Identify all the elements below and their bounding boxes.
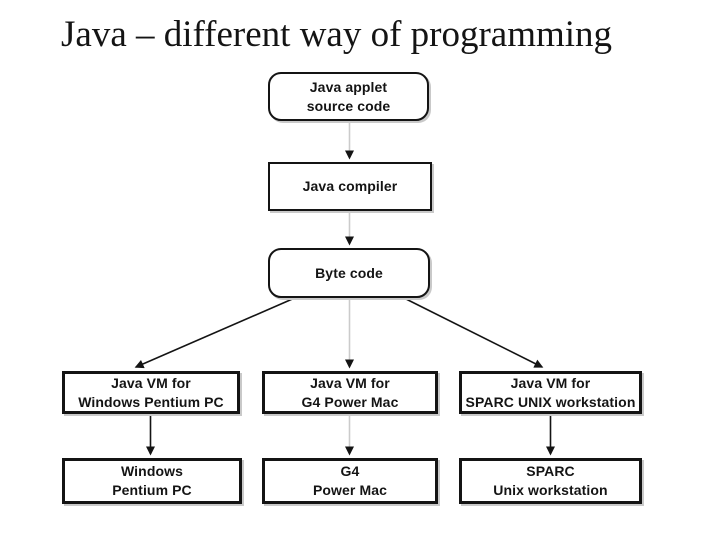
node-byte-code: Byte code xyxy=(268,248,430,298)
node-label: Java VM for G4 Power Mac xyxy=(301,374,399,410)
node-sparc-unix-workstation: SPARC Unix workstation xyxy=(459,458,642,504)
node-java-vm-sparc: Java VM for SPARC UNIX workstation xyxy=(459,371,642,414)
node-label: SPARC Unix workstation xyxy=(493,463,608,498)
node-label: Java VM for SPARC UNIX workstation xyxy=(465,374,636,410)
node-g4-power-mac: G4 Power Mac xyxy=(262,458,438,504)
node-java-compiler: Java compiler xyxy=(268,162,432,211)
node-windows-pentium-pc: Windows Pentium PC xyxy=(62,458,242,504)
node-label: Java applet source code xyxy=(306,78,391,114)
node-label: G4 Power Mac xyxy=(312,463,388,498)
node-label: Byte code xyxy=(315,264,383,281)
node-java-applet-source-code: Java applet source code xyxy=(268,72,429,121)
edge-bytecode-vm-windows xyxy=(134,296,298,369)
node-java-vm-windows: Java VM for Windows Pentium PC xyxy=(62,371,240,414)
node-label: Windows Pentium PC xyxy=(112,463,192,498)
edge-bytecode-vm-sparc xyxy=(401,296,544,368)
node-java-vm-mac: Java VM for G4 Power Mac xyxy=(262,371,438,414)
node-label: Java VM for Windows Pentium PC xyxy=(78,374,224,410)
page-title: Java – different way of programming xyxy=(61,14,613,55)
node-label: Java compiler xyxy=(302,178,398,195)
